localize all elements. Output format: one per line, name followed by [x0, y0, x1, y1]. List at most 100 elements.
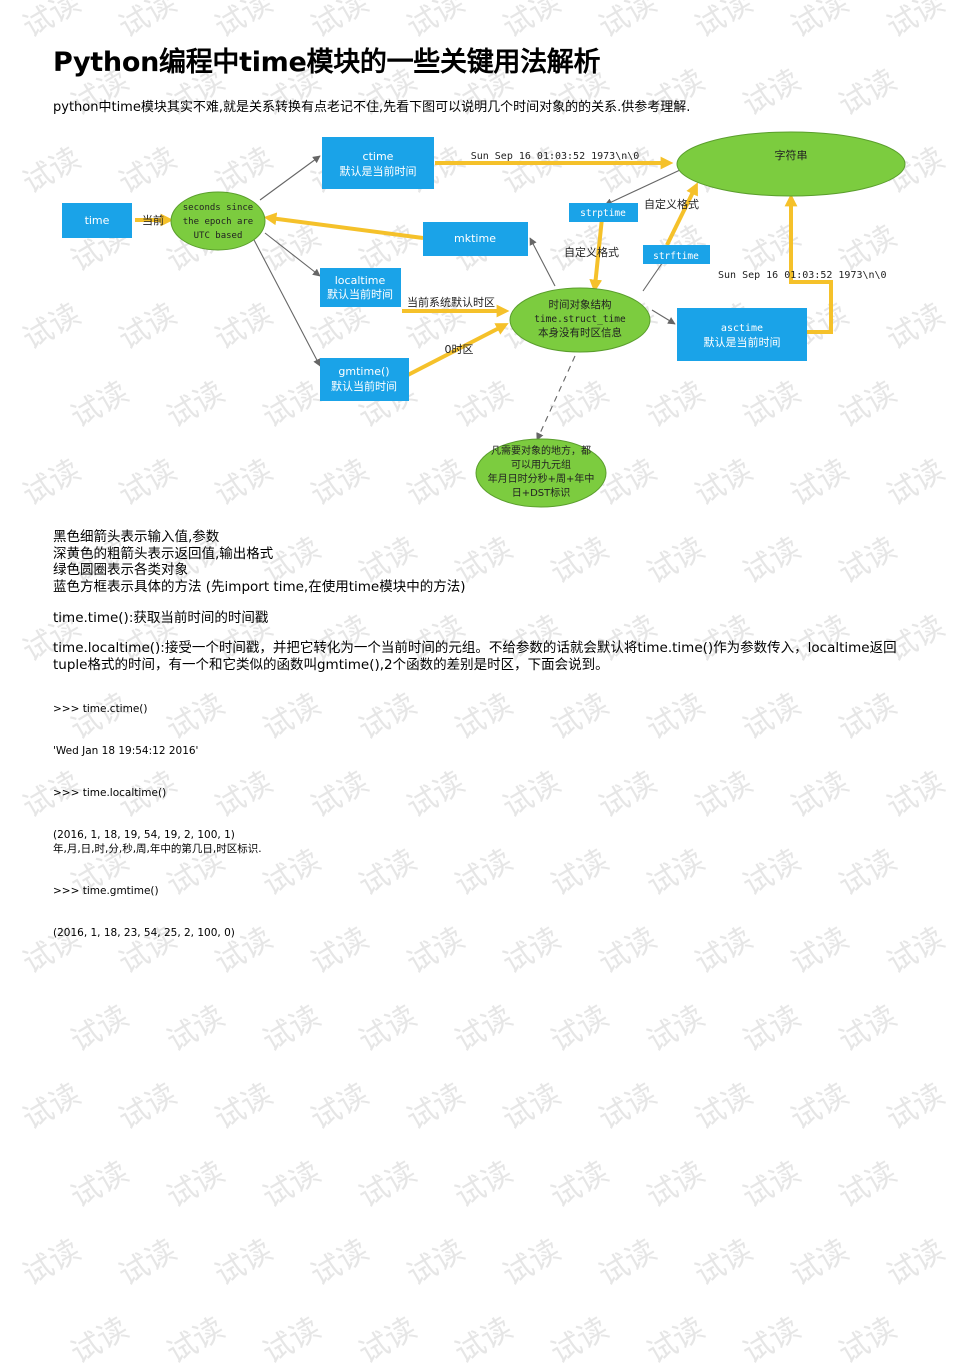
watermark-text: 试读 [113, 1076, 183, 1138]
watermark-text: 试读 [65, 998, 135, 1060]
watermark-text: 试读 [305, 1232, 375, 1294]
custom-format-label-1: 自定义格式 [644, 197, 699, 211]
watermark-text: 试读 [113, 920, 183, 982]
watermark-text: 试读 [305, 1076, 375, 1138]
localtime-line-1: localtime [335, 274, 386, 287]
watermark-text: 试读 [17, 1076, 87, 1138]
watermark-text: 试读 [161, 1154, 231, 1216]
asctime-line-1: asctime [721, 323, 763, 334]
watermark-text: 试读 [401, 920, 471, 982]
watermark-text: 试读 [257, 842, 327, 904]
thin-arrows [252, 155, 681, 441]
arrow-struct-to-asctime [651, 309, 676, 325]
epoch-line-2: the epoch are [183, 217, 253, 227]
watermark-text: 试读 [161, 998, 231, 1060]
legend-block: 黑色细箭头表示输入值,参数 深黄色的粗箭头表示返回值,输出格式 绿色圆圈表示各类… [53, 529, 465, 595]
watermark-text: 试读 [257, 686, 327, 748]
watermark-text: 试读 [785, 764, 855, 826]
watermark-text: 试读 [257, 1310, 327, 1372]
watermark-text: 试读 [641, 998, 711, 1060]
arrow-strptime-to-struct [589, 217, 604, 293]
watermark-text: 试读 [737, 998, 807, 1060]
watermark-text: 试读 [785, 920, 855, 982]
epoch-node: seconds since the epoch are UTC based [170, 191, 266, 251]
system-tz-label: 当前系统默认时区 [407, 295, 495, 309]
watermark-text: 试读 [593, 1232, 663, 1294]
localtime-line-2: 默认当前时间 [327, 287, 393, 301]
watermark-text: 试读 [401, 764, 471, 826]
watermark-text: 试读 [305, 764, 375, 826]
watermark-text: 试读 [737, 842, 807, 904]
watermark-text: 试读 [257, 1154, 327, 1216]
strftime-box: strftime [643, 245, 710, 264]
code-gmtime-output: (2016, 1, 18, 23, 54, 25, 2, 100, 0) [53, 927, 235, 939]
watermark-text: 试读 [449, 686, 519, 748]
gmtime-box: gmtime() 默认当前时间 [320, 358, 409, 401]
watermark-text: 试读 [833, 530, 903, 592]
watermark-text: 试读 [881, 1076, 951, 1138]
watermark-text: 试读 [65, 1154, 135, 1216]
watermark-text: 试读 [737, 62, 807, 124]
legend-line-thick-arrow: 深黄色的粗箭头表示返回值,输出格式 [53, 545, 274, 562]
watermark-text: 试读 [209, 1232, 279, 1294]
watermark-text: 试读 [689, 1076, 759, 1138]
string-node: 字符串 [676, 131, 906, 197]
gmtime-line-1: gmtime() [338, 365, 389, 378]
asctime-output-label: Sun Sep 16 01:03:52 1973\n\0 [718, 270, 887, 281]
watermark-text: 试读 [497, 764, 567, 826]
arrow-struct-to-tuple [536, 355, 576, 441]
watermark-text: 试读 [545, 686, 615, 748]
arrow-epoch-to-ctime [259, 155, 321, 201]
watermark-text: 试读 [785, 0, 855, 46]
watermark-text: 试读 [737, 1154, 807, 1216]
watermark-text: 试读 [497, 1076, 567, 1138]
epoch-line-3: UTC based [194, 231, 243, 241]
mktime-box: mktime [423, 222, 528, 256]
watermark-text: 试读 [449, 1310, 519, 1372]
watermark-text: 试读 [641, 1154, 711, 1216]
struct-line-3: 本身没有时区信息 [538, 326, 622, 339]
ctime-line-1: ctime [363, 150, 394, 163]
watermark-text: 试读 [401, 1076, 471, 1138]
watermark-text: 试读 [881, 0, 951, 46]
strptime-label: strptime [580, 208, 626, 219]
time-box: time [62, 203, 132, 238]
watermark-text: 试读 [785, 1076, 855, 1138]
watermark-text: 试读 [353, 842, 423, 904]
code-localtime-command: >>> time.localtime() [53, 787, 167, 799]
watermark-text: 试读 [545, 1310, 615, 1372]
strftime-label: strftime [653, 251, 699, 262]
arrow-gmtime-to-struct [401, 323, 509, 380]
gmtime-line-2: 默认当前时间 [331, 379, 397, 393]
mktime-label: mktime [454, 232, 496, 245]
watermark-text: 试读 [449, 842, 519, 904]
legend-line-blue-box: 蓝色方框表示具体的方法 (先import time,在使用time模块中的方法) [53, 578, 466, 595]
watermark-text: 试读 [257, 998, 327, 1060]
watermark-text: 试读 [641, 530, 711, 592]
watermark-text: 试读 [161, 686, 231, 748]
strptime-box: strptime [569, 203, 638, 222]
watermark-text: 试读 [593, 920, 663, 982]
string-node-label: 字符串 [775, 148, 808, 162]
watermark-text: 试读 [209, 920, 279, 982]
thick-arrows [135, 156, 833, 380]
watermark-text: 试读 [833, 842, 903, 904]
watermark-text: 试读 [833, 998, 903, 1060]
watermark-text: 试读 [641, 842, 711, 904]
watermark-text: 试读 [497, 1232, 567, 1294]
current-label: 当前 [142, 213, 164, 227]
watermark-text: 试读 [353, 998, 423, 1060]
localtime-box: localtime 默认当前时间 [320, 268, 401, 307]
watermark-text: 试读 [689, 1232, 759, 1294]
watermark-text: 试读 [17, 920, 87, 982]
ctime-line-2: 默认是当前时间 [340, 164, 417, 178]
tuple-line-2: 可以用九元组 [511, 458, 571, 471]
watermark-text: 试读 [833, 1310, 903, 1372]
custom-format-label-2: 自定义格式 [564, 245, 619, 259]
watermark-text: 试读 [785, 1232, 855, 1294]
watermark-text: 试读 [881, 920, 951, 982]
watermark-text: 试读 [449, 998, 519, 1060]
watermark-text: 试读 [545, 1154, 615, 1216]
watermark-text: 试读 [305, 920, 375, 982]
